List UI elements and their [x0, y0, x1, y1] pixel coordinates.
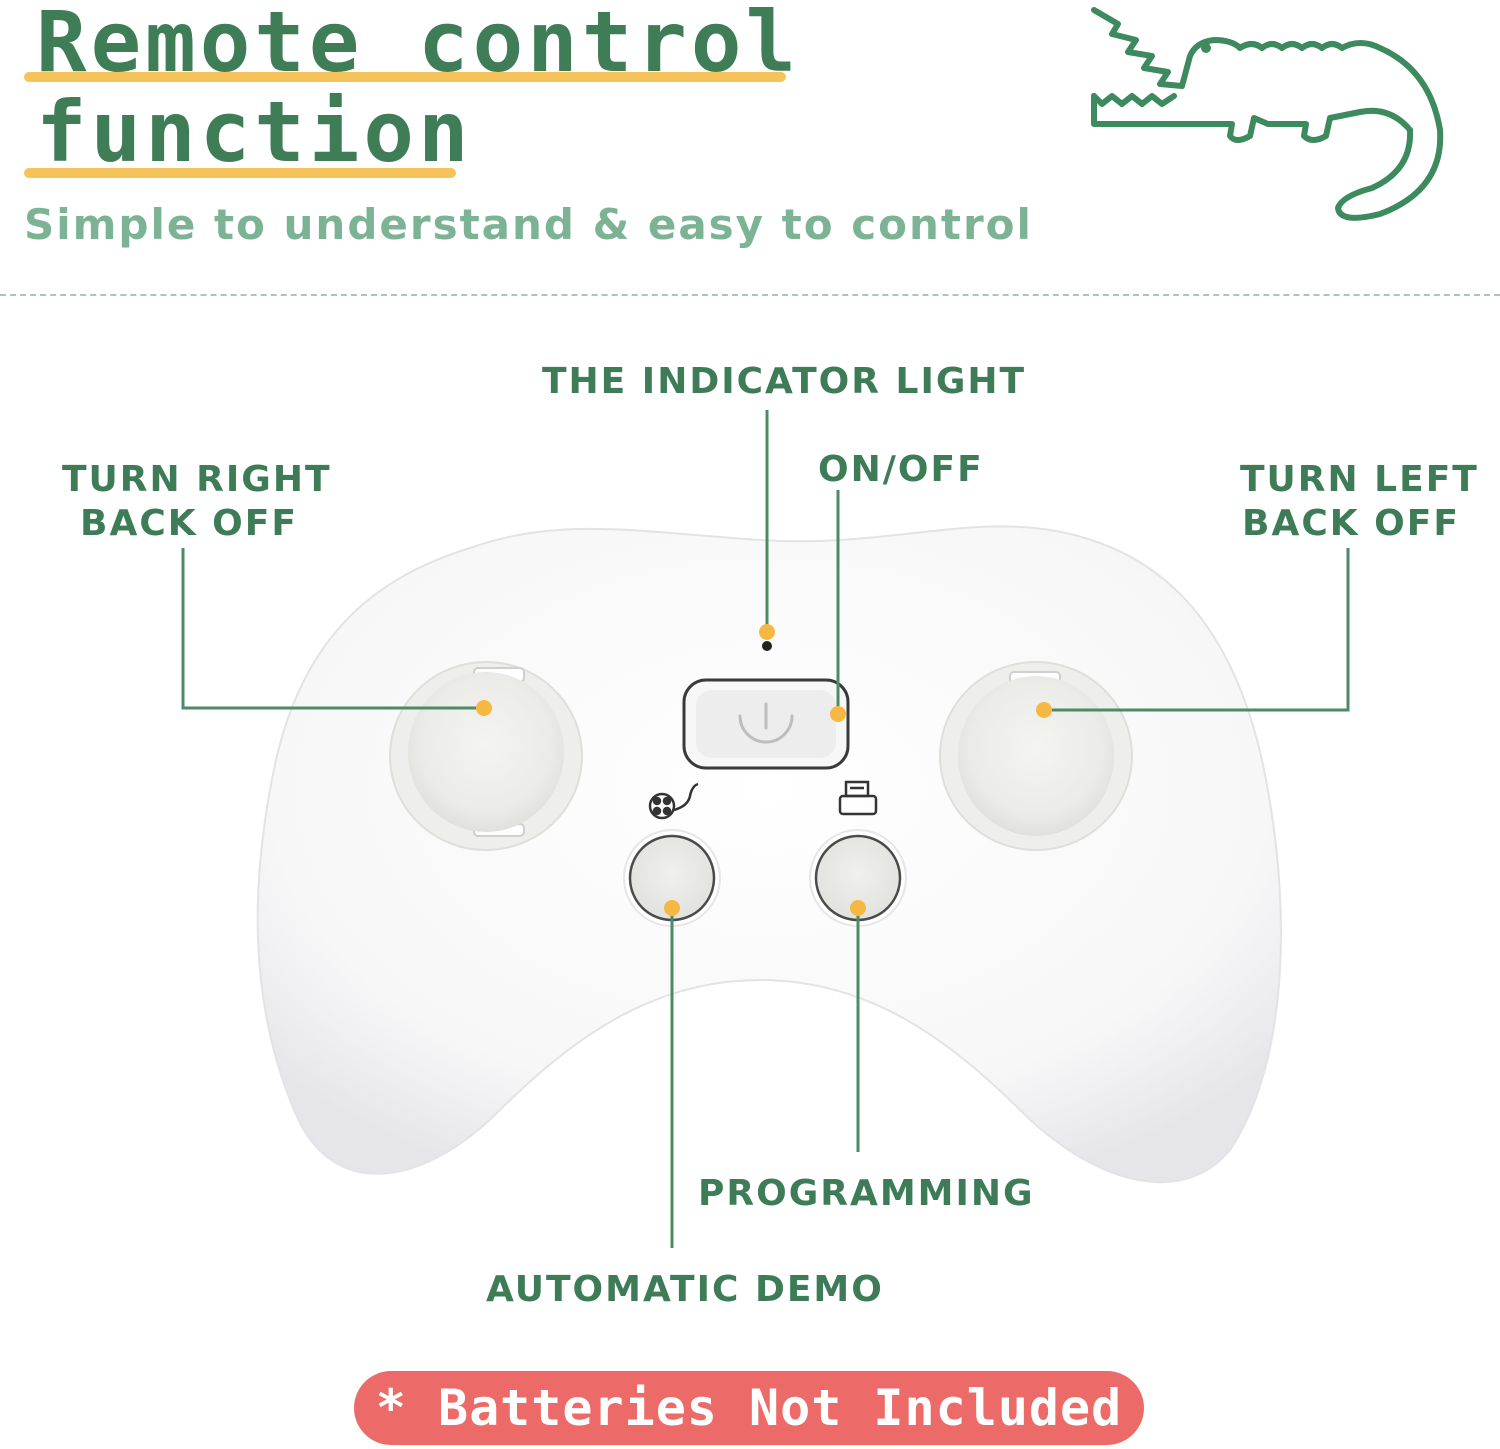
printer-icon: [838, 780, 878, 816]
callout-programming: PROGRAMMING: [698, 1173, 1035, 1214]
section-divider: [0, 294, 1500, 296]
left-joystick: [389, 661, 583, 851]
leader-line-turn-right: [181, 548, 484, 710]
callout-dot-turn-left: [1036, 702, 1052, 718]
programming-button: [809, 829, 907, 927]
callout-turn-right: TURN RIGHT BACK OFF: [62, 458, 332, 546]
page-subtitle: Simple to understand & easy to control: [24, 200, 1033, 249]
title-underline: [24, 72, 786, 82]
power-icon: [738, 702, 794, 744]
callout-turn-right-line2: BACK OFF: [80, 503, 298, 544]
callout-on-off: ON/OFF: [818, 449, 984, 490]
callout-turn-right-line1: TURN RIGHT: [62, 459, 332, 500]
leader-line-turn-left: [1044, 548, 1350, 712]
right-joystick: [939, 661, 1133, 851]
crocodile-icon: [1091, 7, 1444, 221]
callout-turn-left-line1: TURN LEFT: [1240, 459, 1479, 500]
batteries-not-included-badge: * Batteries Not Included: [354, 1371, 1144, 1445]
film-reel-icon: [648, 782, 699, 820]
title-underline: [24, 168, 456, 178]
automatic-demo-button: [623, 829, 721, 927]
callout-turn-left: TURN LEFT BACK OFF: [1240, 458, 1479, 546]
callout-turn-left-line2: BACK OFF: [1242, 503, 1460, 544]
page-title-line-1: Remote control: [36, 0, 801, 91]
power-button: [682, 678, 850, 770]
callout-automatic-demo: AUTOMATIC DEMO: [486, 1269, 884, 1310]
callout-dot-programming: [850, 900, 866, 916]
callout-dot-indicator: [759, 624, 775, 640]
callout-dot-onoff: [830, 706, 846, 722]
callout-dot-turn-right: [476, 700, 492, 716]
indicator-light: [762, 641, 772, 651]
callout-indicator-light: THE INDICATOR LIGHT: [542, 361, 1027, 402]
callout-dot-demo: [664, 900, 680, 916]
page-title-line-2: function: [36, 83, 473, 181]
